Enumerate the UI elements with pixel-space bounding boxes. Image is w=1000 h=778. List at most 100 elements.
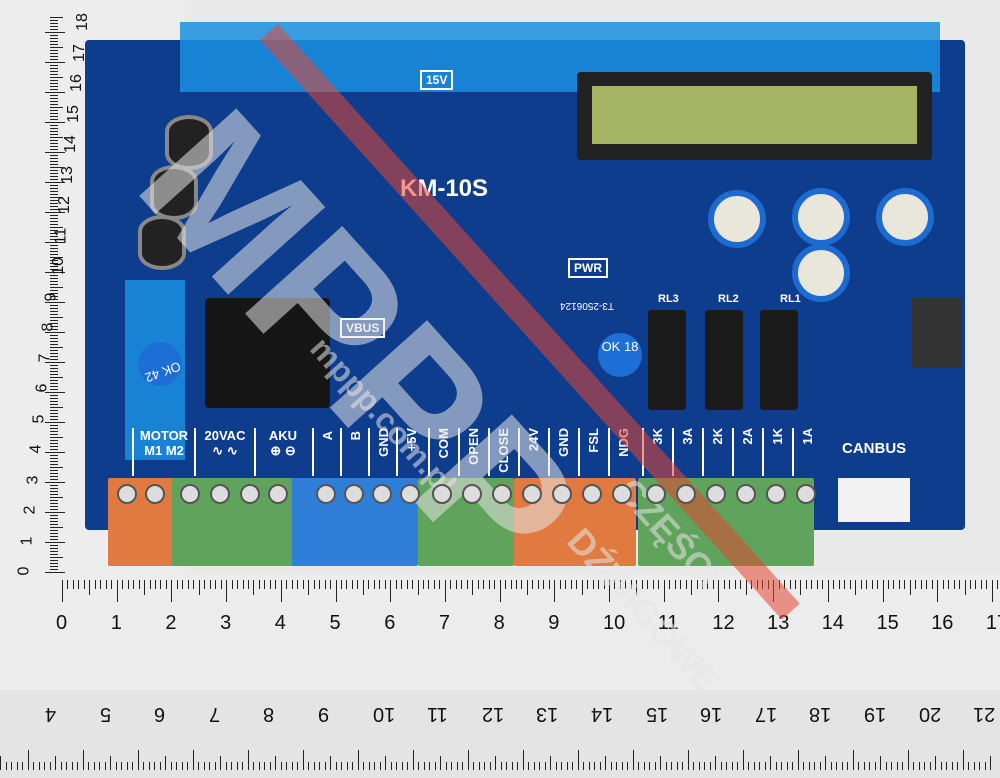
- terminal-screw[interactable]: [180, 484, 200, 504]
- ruler-tick: [374, 762, 375, 770]
- terminal-screw[interactable]: [676, 484, 696, 504]
- ruler-tick: [592, 580, 594, 589]
- ruler-tick: [45, 422, 65, 423]
- ruler-tick: [50, 341, 58, 342]
- terminal-screw[interactable]: [736, 484, 756, 504]
- ruler-tick: [494, 580, 496, 589]
- ruler-tick: [50, 275, 58, 276]
- ruler-number: 4: [274, 612, 286, 634]
- relay: [648, 310, 686, 410]
- ruler-number: 9: [42, 292, 60, 301]
- ruler-tick: [444, 580, 446, 602]
- button-1[interactable]: [708, 190, 766, 248]
- ruler-tick: [50, 125, 58, 126]
- terminal-screw[interactable]: [372, 484, 392, 504]
- ruler-tick: [50, 74, 58, 75]
- ruler-tick: [898, 580, 900, 589]
- ruler-tick: [855, 580, 857, 595]
- ruler-tick: [50, 533, 58, 534]
- terminal-screw[interactable]: [582, 484, 602, 504]
- ruler-tick: [565, 580, 567, 589]
- terminal-screw[interactable]: [706, 484, 726, 504]
- ruler-tick: [50, 59, 58, 60]
- ruler-number: 16: [67, 74, 85, 92]
- button-3[interactable]: [876, 188, 934, 246]
- terminal-screw[interactable]: [400, 484, 420, 504]
- ruler-number: 8: [39, 322, 57, 332]
- ruler-tick: [50, 269, 58, 270]
- ruler-tick: [461, 580, 463, 589]
- ruler-tick: [50, 317, 63, 318]
- terminal-screw[interactable]: [240, 484, 260, 504]
- ruler-tick: [50, 461, 58, 462]
- ruler-tick: [45, 362, 65, 363]
- terminal-screw[interactable]: [344, 484, 364, 504]
- ruler-tick: [50, 443, 58, 444]
- ruler-tick: [792, 762, 793, 770]
- ruler-tick: [50, 116, 58, 117]
- ruler-tick: [638, 762, 639, 770]
- ruler-tick: [50, 524, 58, 525]
- ruler-number: 9: [548, 612, 560, 634]
- ruler-tick: [472, 580, 474, 595]
- terminal-screw[interactable]: [796, 484, 816, 504]
- button-2[interactable]: [792, 188, 850, 246]
- ruler-tick: [45, 482, 65, 483]
- ruler-tick: [50, 350, 58, 351]
- ruler-tick: [50, 179, 58, 180]
- button-4[interactable]: [792, 244, 850, 302]
- ruler-tick: [50, 434, 58, 435]
- ruler-tick: [50, 374, 58, 375]
- ruler-tick: [373, 580, 375, 589]
- ruler-tick: [50, 515, 58, 516]
- terminal-screw[interactable]: [552, 484, 572, 504]
- ruler-tick: [50, 65, 58, 66]
- ruler-tick: [154, 580, 156, 589]
- ruler-tick: [50, 551, 58, 552]
- ruler-tick: [745, 580, 747, 595]
- ruler-tick: [50, 506, 58, 507]
- ruler-tick: [417, 580, 419, 595]
- ruler-tick: [50, 557, 63, 558]
- ruler-tick: [871, 580, 873, 589]
- ruler-tick: [78, 580, 80, 589]
- ruler-tick: [572, 762, 573, 770]
- terminal-screw[interactable]: [646, 484, 666, 504]
- ruler-tick: [712, 580, 714, 589]
- terminal-screw[interactable]: [462, 484, 482, 504]
- ruler-tick: [50, 365, 58, 366]
- ruler-tick: [893, 580, 895, 589]
- ruler-tick: [340, 580, 342, 589]
- ruler-tick: [50, 380, 58, 381]
- ruler-tick: [127, 580, 129, 589]
- ruler-tick: [226, 580, 228, 602]
- ruler-tick: [247, 580, 249, 589]
- terminal-screw[interactable]: [210, 484, 230, 504]
- ruler-tick: [467, 750, 469, 770]
- ruler-tick: [505, 580, 507, 589]
- ruler-tick: [236, 762, 238, 770]
- ruler-tick: [121, 762, 122, 770]
- terminal-screw[interactable]: [492, 484, 512, 504]
- terminal-screw[interactable]: [432, 484, 452, 504]
- ruler-tick: [45, 572, 65, 573]
- terminal-screw[interactable]: [145, 484, 165, 504]
- terminal-screw[interactable]: [522, 484, 542, 504]
- ruler-number: 9: [318, 703, 330, 725]
- terminal-screw[interactable]: [268, 484, 288, 504]
- ruler-tick: [50, 329, 58, 330]
- ruler-tick: [907, 750, 909, 770]
- terminal-screw[interactable]: [316, 484, 336, 504]
- pin-label: 1A: [792, 428, 821, 476]
- ruler-tick: [346, 762, 348, 770]
- ruler-tick: [50, 104, 58, 105]
- ruler-tick: [50, 71, 58, 72]
- ruler-tick: [357, 750, 359, 770]
- ruler-tick: [187, 762, 188, 770]
- terminal-screw[interactable]: [117, 484, 137, 504]
- terminal-screw[interactable]: [766, 484, 786, 504]
- terminal-screw[interactable]: [612, 484, 632, 504]
- ruler-tick: [50, 53, 58, 54]
- ruler-tick: [50, 38, 58, 39]
- ruler-tick: [882, 580, 884, 602]
